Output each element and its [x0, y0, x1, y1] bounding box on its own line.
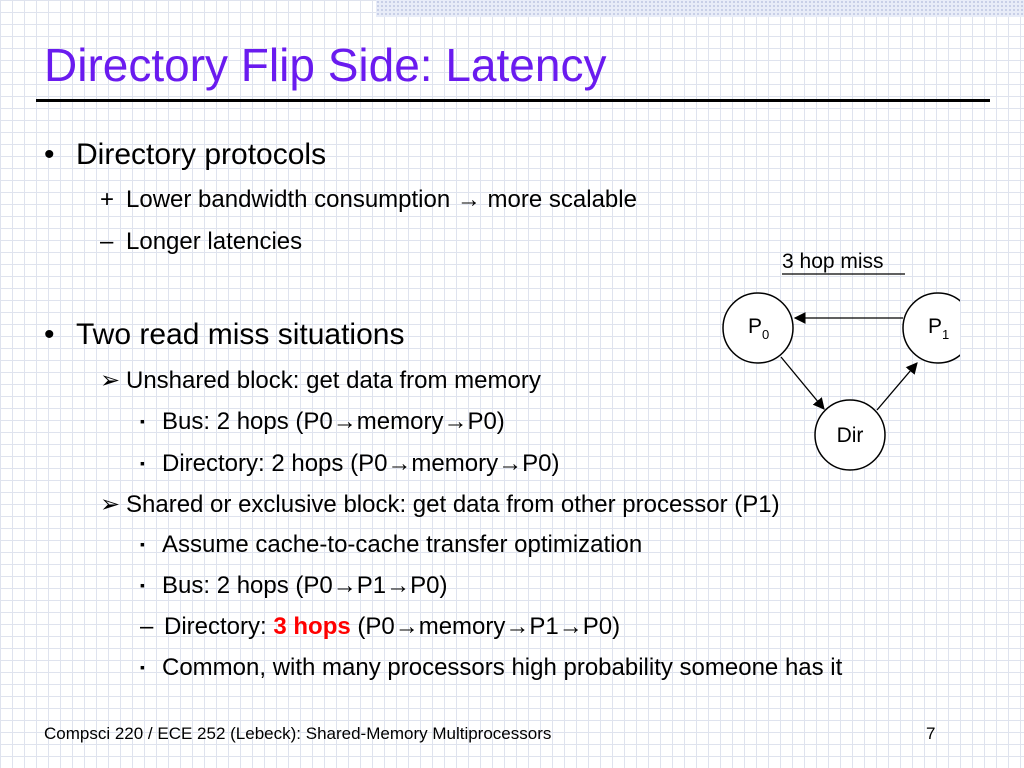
emphasis-3-hops: 3 hops: [273, 613, 351, 640]
item-text: Common, with many processors high probab…: [162, 654, 843, 681]
node-p0-label: P0: [748, 315, 769, 342]
page-number: 7: [926, 724, 936, 743]
item-text: Assume cache-to-cache transfer optimizat…: [162, 531, 643, 558]
subbullet-longer-latencies: –Longer latencies: [100, 228, 302, 256]
decorative-corner-band: [376, 0, 1024, 17]
item-text: Bus: 2 hops (P0→memory→P0): [162, 408, 505, 435]
bullet-two-read-miss: • Two read miss situations: [44, 318, 404, 352]
item-bus-2-hops-memory: ▪ Bus: 2 hops (P0→memory→P0): [140, 408, 505, 436]
dash-marker: –: [140, 613, 154, 640]
item-directory-2-hops: ▪ Directory: 2 hops (P0→memory→P0): [140, 450, 559, 478]
bullet-text: Two read miss situations: [76, 318, 405, 351]
plus-marker: +: [100, 186, 115, 213]
edge-p0-to-dir: [780, 356, 825, 410]
bullet-marker: •: [44, 318, 55, 351]
item-text: Directory: 2 hops (P0→memory→P0): [162, 450, 560, 477]
bullet-marker: •: [44, 138, 55, 171]
arrow-marker: ➢: [100, 367, 121, 394]
item-text: Bus: 2 hops (P0→P1→P0): [162, 572, 448, 599]
diagram-title: 3 hop miss: [782, 250, 884, 273]
three-hop-diagram: 3 hop miss P0 P1 Dir: [722, 250, 960, 471]
item-directory-3-hops: –Directory: 3 hops (P0→memory→P1→P0): [140, 613, 620, 641]
square-marker: ▪: [140, 413, 145, 429]
slide-title: Directory Flip Side: Latency: [44, 39, 607, 91]
subbullet-text: Longer latencies: [126, 228, 303, 255]
node-dir: [814, 399, 886, 471]
node-p1-label: P1: [928, 315, 949, 342]
arrow-marker: ➢: [100, 491, 121, 518]
bullet-directory-protocols: • Directory protocols: [44, 138, 326, 172]
subbullet-text: Shared or exclusive block: get data from…: [126, 491, 780, 518]
square-marker: ▪: [140, 577, 145, 593]
item-common-many-processors: ▪ Common, with many processors high proba…: [140, 654, 842, 682]
subbullet-lower-bandwidth: + Lower bandwidth consumption → more scal…: [100, 186, 637, 214]
node-dir-label: Dir: [837, 424, 864, 447]
footer-course: Compsci 220 / ECE 252 (Lebeck): Shared-M…: [44, 724, 552, 743]
subbullet-unshared-block: ➢Unshared block: get data from memory: [100, 366, 541, 395]
dash-marker: –: [100, 228, 114, 255]
subbullet-text: Unshared block: get data from memory: [126, 367, 541, 394]
node-p1: [902, 292, 960, 364]
subbullet-shared-block: ➢Shared or exclusive block: get data fro…: [100, 490, 780, 519]
square-marker: ▪: [140, 455, 145, 471]
node-p0: [722, 292, 794, 364]
edge-dir-to-p1: [876, 362, 918, 411]
square-marker: ▪: [140, 659, 145, 675]
item-cache-to-cache: ▪ Assume cache-to-cache transfer optimiza…: [140, 531, 642, 559]
item-text-pre: Directory:: [164, 613, 274, 640]
bullet-text: Directory protocols: [76, 138, 327, 171]
item-text-post: (P0→memory→P1→P0): [350, 613, 621, 640]
square-marker: ▪: [140, 536, 145, 552]
title-underline: [36, 99, 990, 102]
subbullet-text: Lower bandwidth consumption → more scala…: [126, 186, 637, 213]
item-bus-2-hops-p1: ▪ Bus: 2 hops (P0→P1→P0): [140, 572, 447, 600]
